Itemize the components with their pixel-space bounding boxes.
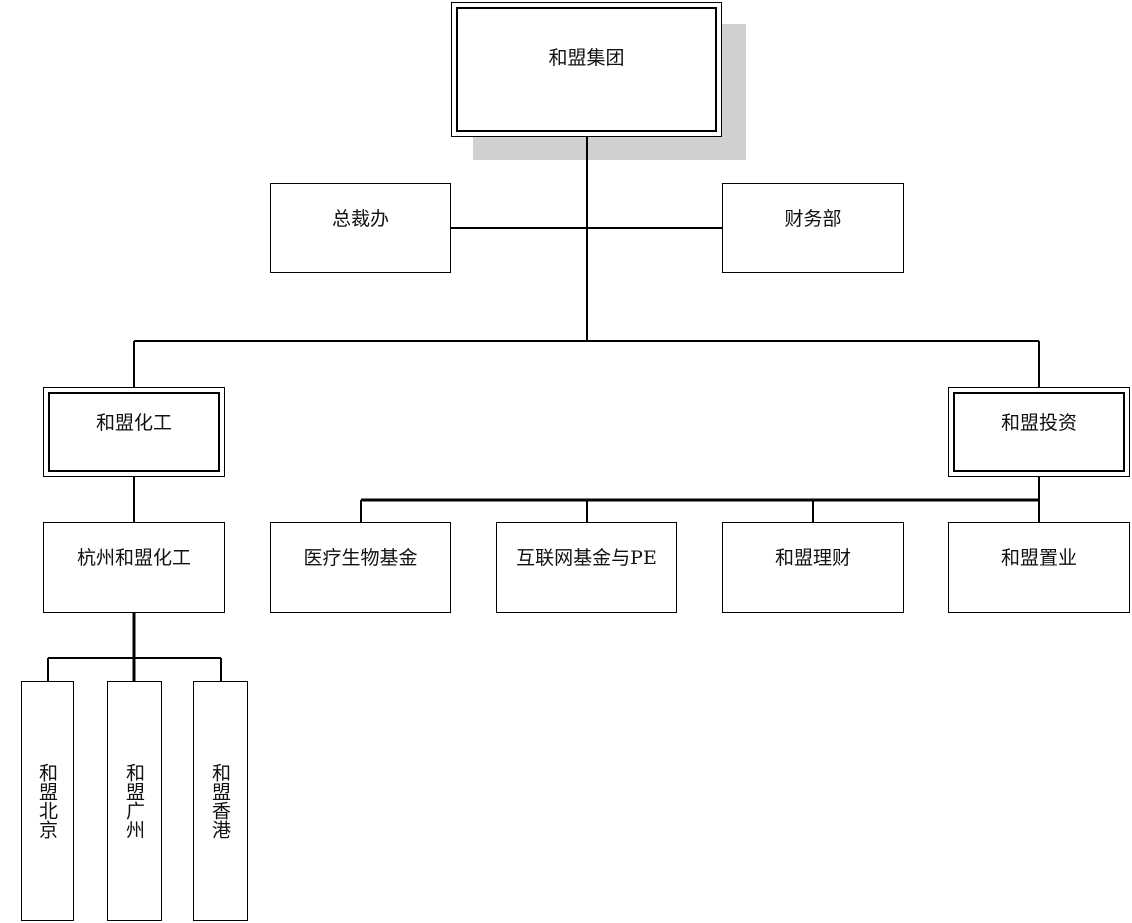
node-label: 和盟化工 xyxy=(95,412,172,434)
node-label: 和盟置业 xyxy=(1000,547,1077,569)
node-label: 互联网基金与PE xyxy=(516,547,657,569)
node-label: 杭州和盟化工 xyxy=(76,547,191,569)
node-label: 和盟北京 xyxy=(36,763,58,839)
node-label: 和盟广州 xyxy=(123,763,145,839)
node-invest-sub[interactable]: 互联网基金与PE xyxy=(496,522,677,613)
node-staff[interactable]: 总裁办 xyxy=(270,183,451,273)
node-invest-sub[interactable]: 和盟置业 xyxy=(948,522,1130,613)
node-staff[interactable]: 财务部 xyxy=(722,183,904,273)
node-invest-sub[interactable]: 和盟理财 xyxy=(722,522,904,613)
node-label: 财务部 xyxy=(784,208,842,230)
node-label: 和盟香港 xyxy=(209,763,231,839)
node-invest-sub[interactable]: 医疗生物基金 xyxy=(270,522,451,613)
node-branch[interactable]: 和盟北京 xyxy=(21,681,74,921)
node-label: 总裁办 xyxy=(331,208,389,230)
node-label: 医疗生物基金 xyxy=(303,547,418,569)
node-division[interactable]: 和盟化工 xyxy=(43,387,225,477)
node-label: 和盟投资 xyxy=(1000,412,1077,434)
node-division[interactable]: 和盟投资 xyxy=(948,387,1130,477)
node-label: 和盟理财 xyxy=(774,547,851,569)
node-branch[interactable]: 和盟香港 xyxy=(193,681,248,921)
node-root[interactable]: 和盟集团 xyxy=(451,2,722,137)
node-label: 和盟集团 xyxy=(548,47,625,69)
node-branch[interactable]: 和盟广州 xyxy=(107,681,162,921)
node-chem-sub[interactable]: 杭州和盟化工 xyxy=(43,522,225,613)
